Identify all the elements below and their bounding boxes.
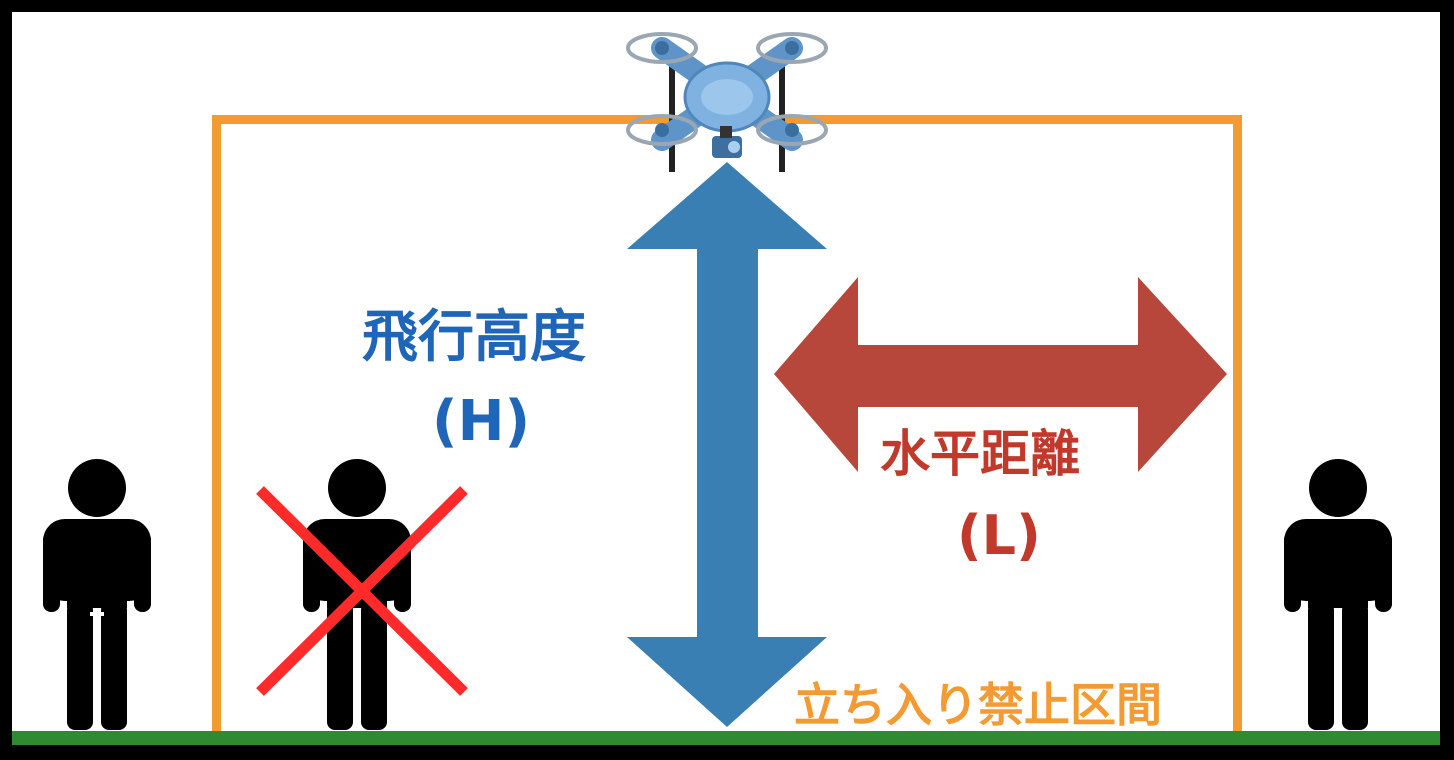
- person-icon-left: [43, 459, 151, 730]
- diagram-canvas: 飛行高度 (H) 水平距離 (L) 立ち入り禁止区間: [12, 12, 1440, 745]
- horizontal-distance-symbol: (L): [957, 504, 1041, 567]
- cross-icon: [256, 486, 468, 696]
- person-icon-right: [1284, 459, 1392, 730]
- horizontal-distance-arrow: [774, 277, 1227, 472]
- diagram-graphics: [43, 32, 1392, 730]
- flight-height-label: 飛行高度: [362, 305, 586, 370]
- horizontal-distance-label: 水平距離: [880, 425, 1080, 483]
- ground-line: [12, 731, 1440, 745]
- drone-icon: [626, 32, 828, 172]
- flight-height-symbol: (H): [432, 389, 531, 454]
- restricted-zone-label: 立ち入り禁止区間: [794, 678, 1162, 732]
- vertical-height-arrow: [627, 162, 827, 727]
